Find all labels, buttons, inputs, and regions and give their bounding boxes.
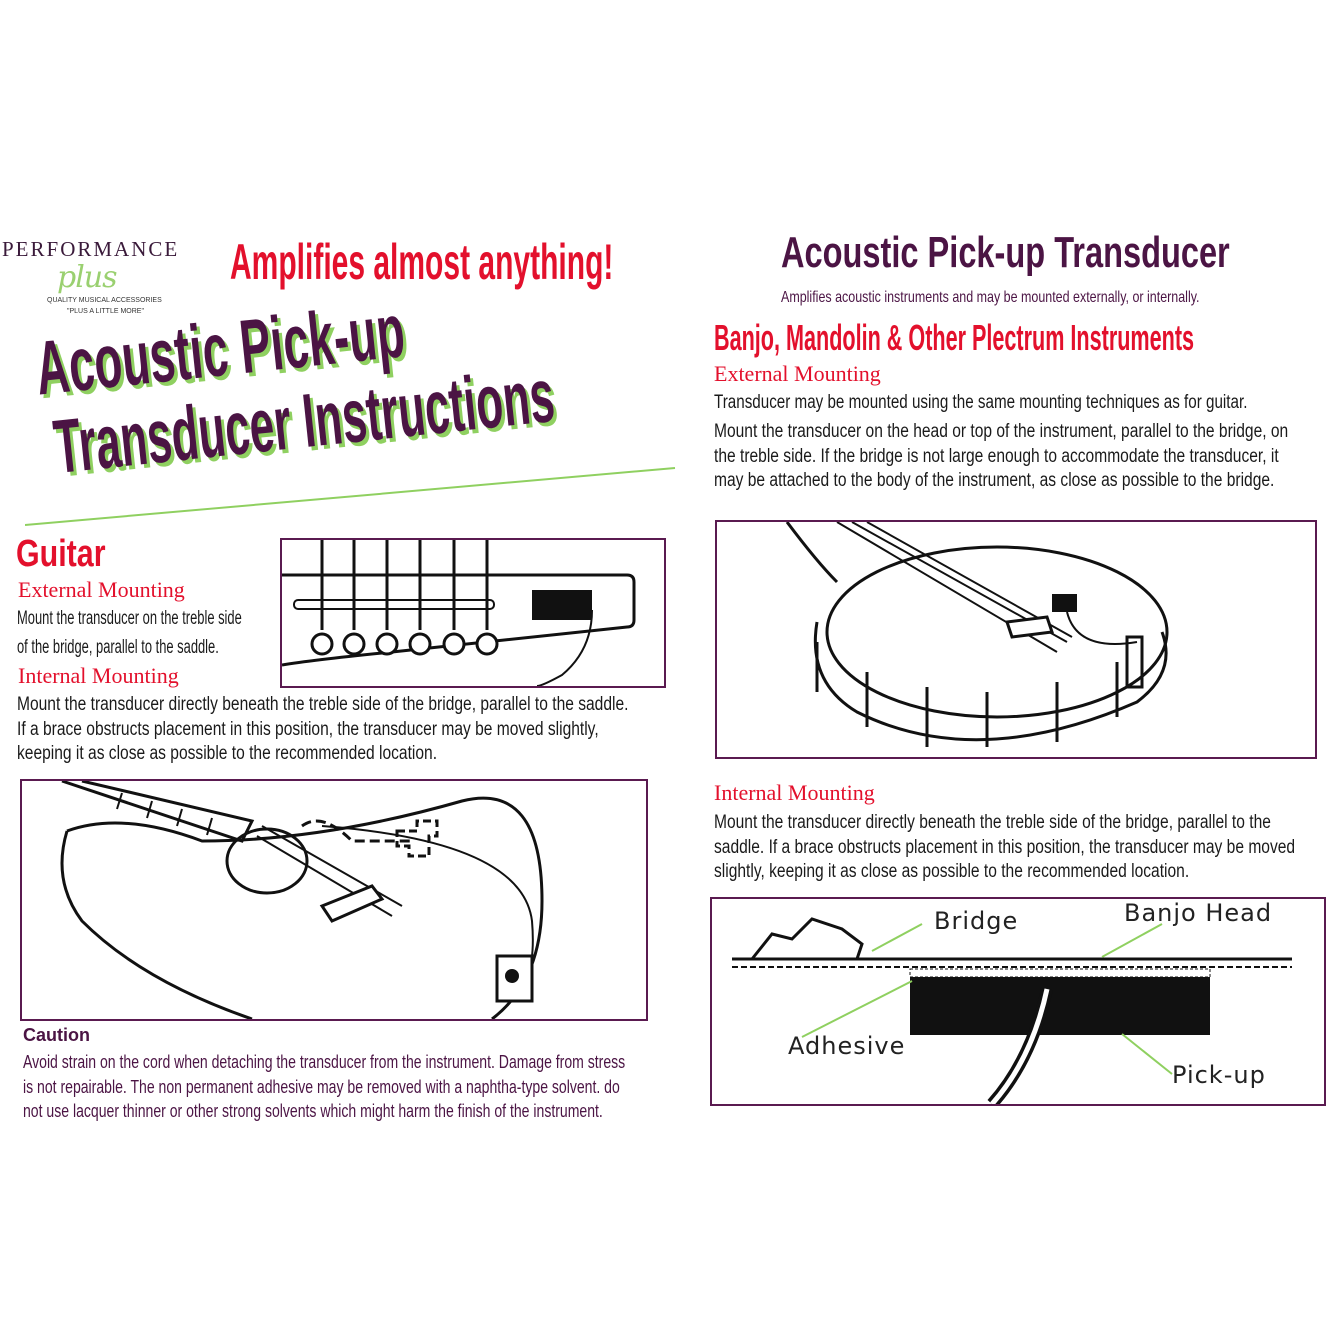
banjo-heading: Banjo, Mandolin & Other Plectrum Instrum… xyxy=(714,317,1195,358)
guitar-diagram xyxy=(20,779,648,1021)
guitar-heading: Guitar xyxy=(16,533,106,575)
logo-tagline-2: "PLUS A LITTLE MORE" xyxy=(67,308,144,315)
banjo-internal-text: Mount the transducer directly beneath th… xyxy=(714,812,1296,882)
label-banjo-head: Banjo Head xyxy=(1124,899,1273,927)
label-bridge: Bridge xyxy=(934,907,1019,935)
guitar-external-text-2: of the bridge, parallel to the saddle. xyxy=(17,637,219,658)
caution-heading: Caution xyxy=(23,1025,90,1045)
banjo-external-text-1: Transducer may be mounted using the same… xyxy=(714,392,1248,413)
logo: PERFORMANCE plus QUALITY MUSICAL ACCESSO… xyxy=(2,238,207,322)
logo-brand: PERFORMANCE xyxy=(2,237,180,261)
guitar-external-heading: External Mounting xyxy=(18,577,185,602)
logo-tagline-1: QUALITY MUSICAL ACCESSORIES xyxy=(47,297,162,304)
headline: Amplifies almost anything! xyxy=(230,234,614,290)
label-pickup: Pick-up xyxy=(1172,1061,1266,1089)
bridge-diagram xyxy=(280,538,666,688)
cross-section-diagram: Bridge Banjo Head Adhesive Pick-up xyxy=(710,897,1326,1106)
banjo-external-heading: External Mounting xyxy=(714,361,881,386)
banjo-diagram xyxy=(715,520,1317,759)
banjo-internal-heading: Internal Mounting xyxy=(714,780,875,805)
title-underline xyxy=(25,467,676,526)
caution-text: Avoid strain on the cord when detaching … xyxy=(23,1052,626,1121)
logo-script: plus xyxy=(57,260,118,295)
right-subtitle: Amplifies acoustic instruments and may b… xyxy=(781,289,1200,306)
guitar-internal-heading: Internal Mounting xyxy=(18,663,179,688)
guitar-external-text-1: Mount the transducer on the treble side xyxy=(17,608,242,629)
guitar-internal-text: Mount the transducer directly beneath th… xyxy=(17,694,629,764)
banjo-external-text-2: Mount the transducer on the head or top … xyxy=(714,421,1289,491)
label-adhesive: Adhesive xyxy=(788,1032,906,1060)
right-title: Acoustic Pick-up Transducer xyxy=(781,228,1230,277)
